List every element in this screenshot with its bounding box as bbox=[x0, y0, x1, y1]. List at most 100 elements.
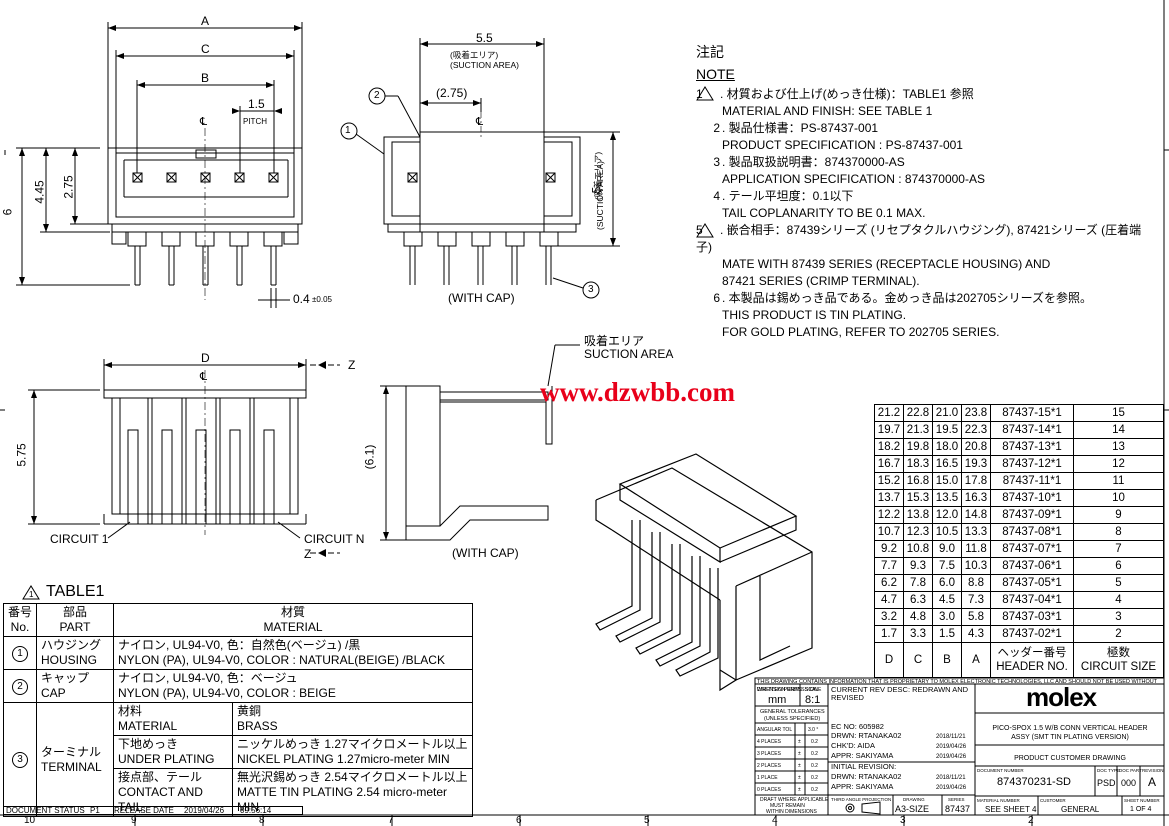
scale-label: SCALE bbox=[805, 687, 822, 693]
size-table-cell: 13.7 bbox=[874, 489, 904, 507]
header-header-no: ヘッダー番号 HEADER NO. bbox=[990, 642, 1074, 678]
size-table-cell: 15.0 bbox=[932, 472, 962, 490]
part-en: HOUSING bbox=[41, 653, 98, 667]
note-text-en: APPLICATION SPECIFICATION : 874370000-AS bbox=[722, 172, 985, 186]
drawn-date: 2018/11/21 bbox=[936, 734, 966, 740]
initial-drawn-by: DRWN: RTANAKA02 bbox=[831, 772, 902, 781]
part-jp: ターミナル bbox=[41, 744, 102, 759]
part-en: CAP bbox=[41, 686, 66, 700]
header-no-en: HEADER NO. bbox=[996, 661, 1068, 673]
initial-approved-by: APPR: SAKIYAMA bbox=[831, 782, 894, 791]
size-table-cell: 15 bbox=[1073, 404, 1164, 422]
note-text-en: FOR GOLD PLATING, REFER TO 202705 SERIES… bbox=[722, 325, 1000, 339]
dim-pitch-label: PITCH bbox=[243, 117, 267, 126]
size-table-cell: 4.5 bbox=[932, 591, 962, 609]
size-table-cell: 21.0 bbox=[932, 404, 962, 422]
column-number: 2 bbox=[1028, 815, 1034, 826]
release-time: 09:56:14 bbox=[240, 806, 272, 815]
size-table-cell: 13.5 bbox=[932, 489, 962, 507]
column-number: 10 bbox=[24, 815, 36, 826]
size-table-cell: 13.3 bbox=[961, 523, 991, 541]
tolerance-cell: 0.2 bbox=[811, 787, 818, 793]
size-table-cell: 10.3 bbox=[961, 557, 991, 575]
material-jp: ナイロン, UL94-V0, 色：ベージュ bbox=[118, 671, 298, 685]
size-table-cell: 9.3 bbox=[903, 557, 933, 575]
size-table-cell: 12.3 bbox=[903, 523, 933, 541]
tolerance-cell: ± bbox=[798, 751, 801, 757]
size-table-cell: 8.8 bbox=[961, 574, 991, 592]
doc-status-value: P1 bbox=[90, 806, 100, 815]
doc-type-label: DOC TYPE bbox=[1097, 768, 1120, 773]
material-jp: ナイロン, UL94-V0, 色：自然色(ベージュ) /黒 bbox=[118, 638, 361, 652]
header-no-jp: ヘッダー番号 bbox=[997, 647, 1067, 659]
size-table-cell: 7 bbox=[1073, 540, 1164, 558]
size-table-cell: 7.5 bbox=[932, 557, 962, 575]
size-table-cell: 19.8 bbox=[903, 438, 933, 456]
size-table-cell: 87437-10*1 bbox=[990, 489, 1074, 507]
dim-width-04: 0.4 bbox=[293, 292, 310, 306]
suction-area-2-jp: 吸着エリア bbox=[584, 334, 645, 348]
document-number: 874370231-SD bbox=[997, 776, 1072, 788]
size-table-cell: 10.5 bbox=[932, 523, 962, 541]
column-number: 5 bbox=[644, 815, 650, 826]
note-text-jp: . テール平坦度：0.1以下 bbox=[722, 189, 854, 203]
centerline-mark-2: ℄ bbox=[476, 116, 484, 128]
note-num: 4 bbox=[713, 189, 720, 203]
approved-by: APPR: SAKIYAMA bbox=[831, 751, 894, 760]
value-jp: 黄銅 bbox=[237, 704, 262, 718]
size-table-cell: 4.7 bbox=[874, 591, 904, 609]
document-number-label: DOCUMENT NUMBER bbox=[977, 768, 1024, 773]
note-text-en: 87421 SERIES (CRIMP TERMINAL). bbox=[722, 274, 920, 288]
row-number: 3 bbox=[3, 702, 37, 817]
size-table-cell: 87437-14*1 bbox=[990, 421, 1074, 439]
note-text-jp: . 製品取扱説明書：874370000-AS bbox=[722, 155, 905, 169]
dim-a: A bbox=[201, 14, 210, 28]
circuit-n-label: CIRCUIT N bbox=[304, 532, 365, 546]
size-table-cell: 16.7 bbox=[874, 455, 904, 473]
value-en: NICKEL PLATING 1.27micro-meter MIN bbox=[237, 752, 450, 766]
size-table-cell: 6 bbox=[1073, 557, 1164, 575]
note-item: 1. 材質および仕上げ(めっき仕様)：TABLE1 参照 bbox=[696, 86, 1156, 103]
balloon-number: 3 bbox=[12, 752, 28, 768]
tolerance-cell: ± bbox=[798, 763, 801, 769]
size-table-cell: 87437-04*1 bbox=[990, 591, 1074, 609]
revision-label: REVISION bbox=[1142, 768, 1164, 773]
material-en: NYLON (PA), UL94-V0, COLOR : NATURAL(BEI… bbox=[118, 653, 445, 667]
dim-c: C bbox=[201, 42, 210, 56]
part-en: TERMINAL bbox=[41, 759, 102, 774]
svg-text:1: 1 bbox=[29, 590, 34, 599]
tolerance-cell: 4 PLACES bbox=[757, 739, 781, 745]
dim-d: D bbox=[201, 351, 210, 365]
tolerance-cell: 2 PLACES bbox=[757, 763, 781, 769]
part-jp: キャップ bbox=[41, 671, 90, 685]
size-table-cell: 6.0 bbox=[932, 574, 962, 592]
size-table-cell: 9 bbox=[1073, 506, 1164, 524]
size-table-cell: 3 bbox=[1073, 608, 1164, 626]
unless-specified: (UNLESS SPECIFIED) bbox=[764, 716, 821, 722]
size-table-cell: 18.3 bbox=[903, 455, 933, 473]
size-table-cell: 18.2 bbox=[874, 438, 904, 456]
drawn-by: DRWN: RTANAKA02 bbox=[831, 731, 902, 740]
notes-title-jp: 注記 bbox=[696, 44, 724, 60]
notes-title-en: NOTE bbox=[696, 66, 735, 82]
size-table-cell: 10.8 bbox=[903, 540, 933, 558]
suction-area-vertical-en: (SUCTION AREA) bbox=[595, 161, 605, 230]
size-table-cell: 6.3 bbox=[903, 591, 933, 609]
with-cap-label-2: (WITH CAP) bbox=[452, 546, 519, 560]
attr-en: UNDER PLATING bbox=[118, 752, 215, 766]
size-table-cell: 16.8 bbox=[903, 472, 933, 490]
description-line-2: ASSY (SMT TIN PLATING VERSION) bbox=[1011, 734, 1129, 741]
